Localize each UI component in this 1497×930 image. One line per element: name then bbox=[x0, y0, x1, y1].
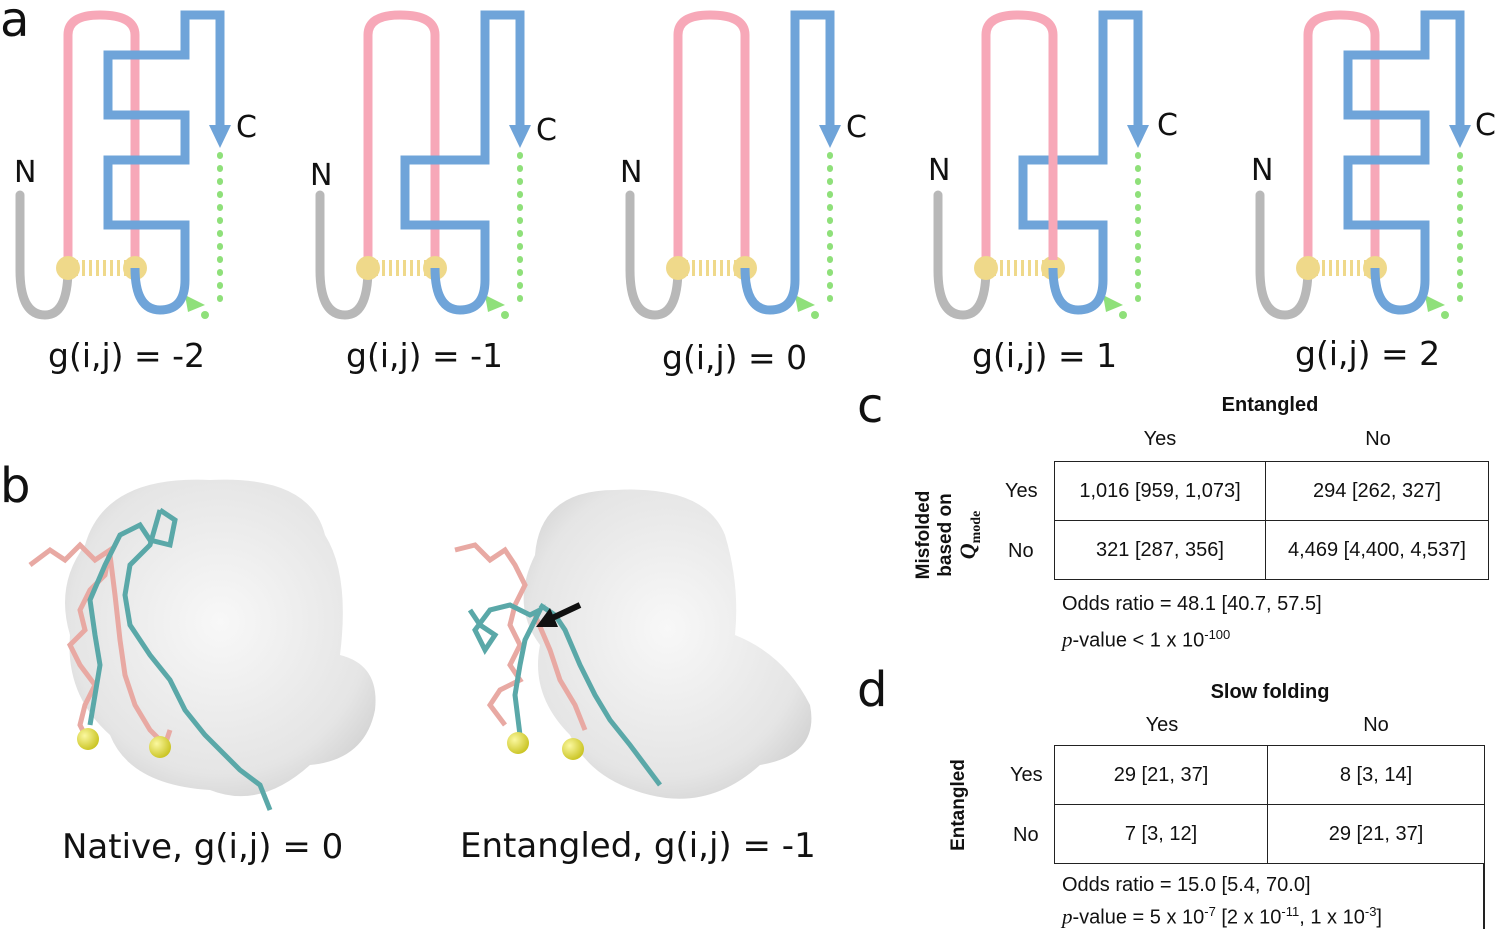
table-d-row-yes: Yes bbox=[1010, 764, 1043, 786]
g-label-4: g(i,j) = 1 bbox=[972, 336, 1118, 375]
table-c-p-value: p-value < 1 x 10-100 bbox=[1062, 627, 1231, 652]
table-c-cell: 4,469 [4,400, 4,537] bbox=[1265, 520, 1489, 580]
entangled-structure-render bbox=[454, 489, 812, 799]
table-d-col-yes: Yes bbox=[1145, 714, 1179, 736]
native-caption: Native, g(i,j) = 0 bbox=[62, 827, 344, 867]
table-d-row-no: No bbox=[1013, 824, 1039, 846]
table-d-cell: 29 [21, 37] bbox=[1054, 745, 1268, 805]
native-structure-render bbox=[28, 479, 376, 811]
table-d-right-border bbox=[1483, 864, 1485, 929]
c-label-3: C bbox=[846, 110, 867, 145]
n-label-3: N bbox=[620, 155, 643, 190]
table-d-row-axis-label: Entangled bbox=[948, 759, 969, 851]
table-d-odds-ratio: Odds ratio = 15.0 [5.4, 70.0] bbox=[1062, 874, 1311, 896]
c-label-1: C bbox=[236, 110, 257, 145]
table-c-odds-ratio: Odds ratio = 48.1 [40.7, 57.5] bbox=[1062, 593, 1322, 615]
c-label-4: C bbox=[1157, 108, 1178, 143]
panel-b-letter: b bbox=[0, 458, 31, 514]
schematic-g-minus-1 bbox=[320, 15, 531, 319]
c-label-2: C bbox=[536, 113, 557, 148]
panel-d-letter: d bbox=[857, 662, 888, 718]
table-d: 29 [21, 37] 8 [3, 14] 7 [3, 12] 29 [21, … bbox=[1054, 745, 1485, 864]
table-c-col-no: No bbox=[1365, 428, 1391, 450]
table-c-cell: 321 [287, 356] bbox=[1054, 520, 1266, 580]
table-c-row-no: No bbox=[1008, 540, 1034, 562]
g-label-2: g(i,j) = -1 bbox=[346, 336, 504, 375]
table-c-col-yes: Yes bbox=[1143, 428, 1177, 450]
g-label-1: g(i,j) = -2 bbox=[48, 336, 206, 375]
topology-schematics bbox=[0, 0, 1471, 330]
schematic-g-0 bbox=[630, 15, 841, 319]
panel-c-letter: c bbox=[857, 378, 884, 434]
g-label-5: g(i,j) = 2 bbox=[1295, 334, 1441, 373]
schematic-g-2 bbox=[1260, 15, 1471, 319]
table-d-title: Slow folding bbox=[1210, 681, 1330, 703]
table-d-col-no: No bbox=[1363, 714, 1389, 736]
n-label-2: N bbox=[310, 158, 333, 193]
c-label-5: C bbox=[1475, 108, 1496, 143]
n-label-1: N bbox=[14, 155, 37, 190]
table-d-p-value: p-value = 5 x 10-7 [2 x 10-11, 1 x 10-3] bbox=[1062, 904, 1382, 929]
table-d-cell: 8 [3, 14] bbox=[1267, 745, 1485, 805]
table-c-cell: 294 [262, 327] bbox=[1265, 461, 1489, 521]
table-c: 1,016 [959, 1,073] 294 [262, 327] 321 [2… bbox=[1054, 461, 1489, 580]
schematic-g-minus-2 bbox=[20, 15, 231, 319]
panel-a-letter: a bbox=[0, 0, 30, 48]
entangled-caption: Entangled, g(i,j) = -1 bbox=[460, 826, 816, 866]
n-label-4: N bbox=[928, 153, 951, 188]
n-label-5: N bbox=[1251, 153, 1274, 188]
table-d-cell: 29 [21, 37] bbox=[1267, 804, 1485, 864]
table-d-cell: 7 [3, 12] bbox=[1054, 804, 1268, 864]
table-c-cell: 1,016 [959, 1,073] bbox=[1054, 461, 1266, 521]
table-c-title: Entangled bbox=[1221, 394, 1319, 416]
schematic-g-1 bbox=[938, 15, 1149, 319]
table-c-row-yes: Yes bbox=[1005, 480, 1038, 502]
table-c-row-axis-label: Misfolded based on Qmode bbox=[913, 490, 984, 580]
g-label-3: g(i,j) = 0 bbox=[662, 338, 808, 377]
